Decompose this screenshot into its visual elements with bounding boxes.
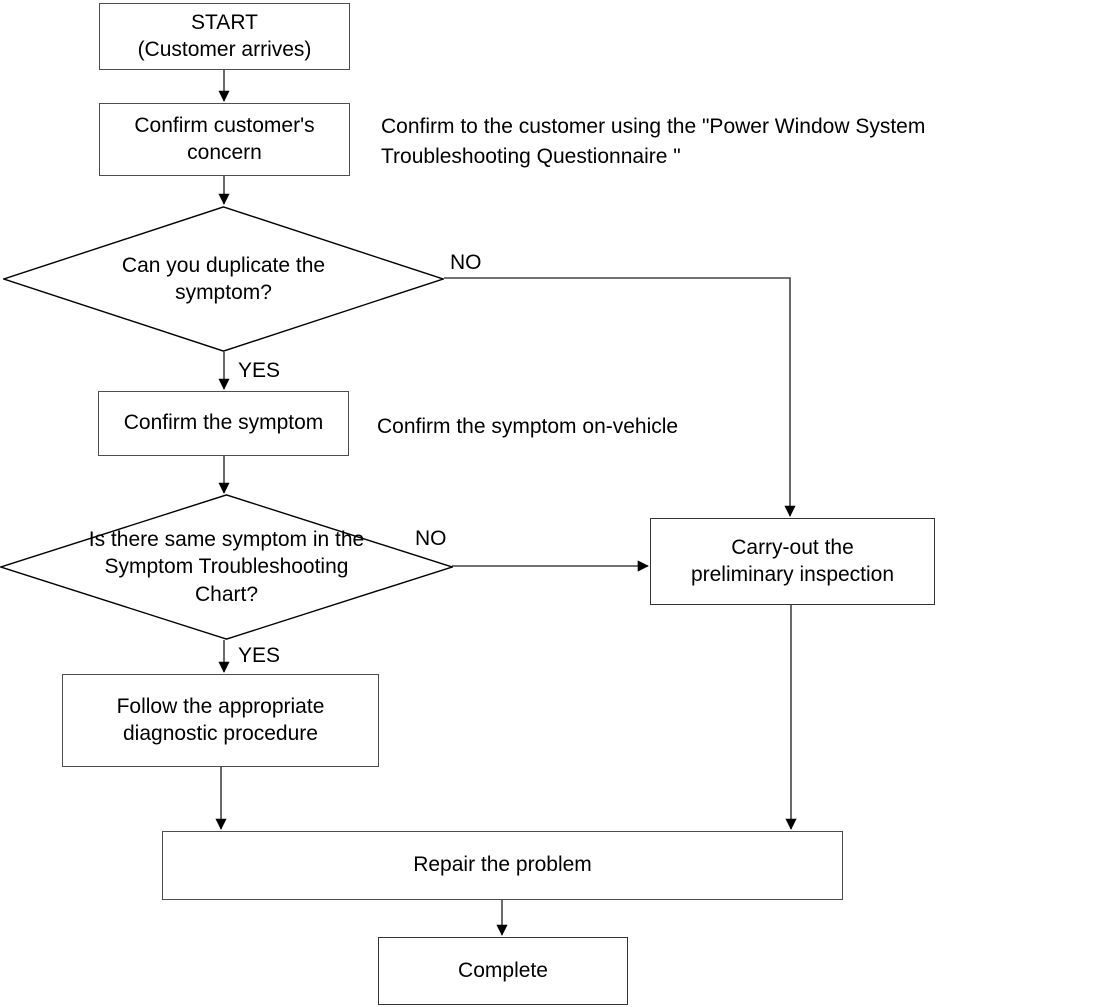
note-on-vehicle: Confirm the symptom on-vehicle [377, 415, 679, 438]
note-questionnaire: Confirm to the customer using the "Power… [381, 115, 926, 168]
diamond-shape [0, 494, 453, 640]
node-start: START (Customer arrives) [99, 3, 350, 70]
node-complete: Complete [378, 937, 628, 1005]
node-confirm-symptom: Confirm the symptom [98, 391, 349, 456]
edge-label-duplicate-yes: YES [238, 359, 281, 382]
edge-duplicate-no-to-preliminary [444, 277, 796, 517]
node-repair-problem-label: Repair the problem [413, 853, 592, 877]
node-diagnostic-procedure: Follow the appropriate diagnostic proced… [62, 674, 379, 767]
node-repair-problem: Repair the problem [162, 831, 843, 900]
node-preliminary-inspection-label: Carry-out the preliminary inspection [690, 535, 895, 586]
node-duplicate-symptom-decision: Can you duplicate the symptom? [3, 206, 444, 352]
diamond-shape [3, 206, 444, 352]
edge-label-chart-yes: YES [238, 644, 281, 667]
edge-label-chart-no: NO [415, 527, 447, 550]
node-complete-label: Complete [458, 958, 548, 982]
node-start-label: START (Customer arrives) [137, 10, 312, 61]
node-confirm-customer-concern-label: Confirm customer's concern [134, 113, 315, 164]
node-confirm-symptom-label: Confirm the symptom [123, 411, 324, 435]
node-preliminary-inspection: Carry-out the preliminary inspection [650, 518, 935, 605]
node-diagnostic-procedure-label: Follow the appropriate diagnostic proced… [116, 694, 325, 745]
node-duplicate-symptom-decision-label: Can you duplicate the symptom? [121, 253, 326, 304]
node-symptom-chart-decision-label: Is there same symptom in the Symptom Tro… [88, 528, 365, 606]
edge-label-duplicate-no: NO [450, 251, 482, 274]
node-confirm-customer-concern: Confirm customer's concern [99, 103, 350, 176]
node-symptom-chart-decision: Is there same symptom in the Symptom Tro… [0, 494, 453, 640]
